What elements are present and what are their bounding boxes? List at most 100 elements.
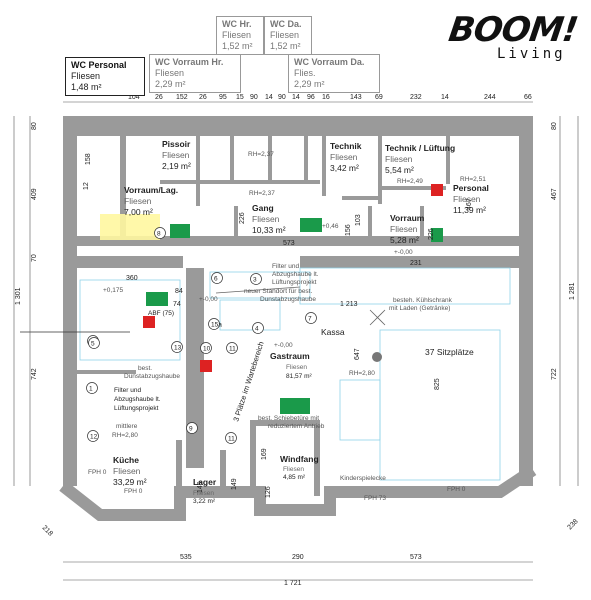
note-filter2-c: Lüftungsprojekt (114, 405, 159, 412)
position-marker: 1 (89, 386, 93, 393)
position-marker-circle (171, 341, 183, 353)
position-marker-circle (226, 342, 238, 354)
callout-title: WC Vorraum Hr. (155, 57, 224, 67)
position-marker-circle (225, 432, 237, 444)
room-personal-name: Personal (453, 183, 489, 193)
brand-logo: BOOM! Living (446, 10, 580, 62)
position-marker: 6 (214, 276, 218, 283)
note-filter1-b: Abzugshaube lt. (272, 271, 319, 278)
room-windfang-area: 4,85 m² (283, 474, 306, 481)
position-marker-circle (87, 430, 99, 442)
room-kueche-name: Küche (113, 455, 139, 465)
note-fph0b: FPH 0 (124, 488, 143, 495)
dim-right: 1 281 (569, 282, 576, 300)
position-marker-circle (200, 342, 212, 354)
dim-top: 14 (265, 94, 273, 101)
pillar (372, 352, 382, 362)
position-marker-circle (211, 272, 223, 284)
dim-top: 104 (128, 94, 140, 101)
dim-top: 90 (250, 94, 258, 101)
dim-top: 26 (199, 94, 207, 101)
note-dunst: Dunstabzugshaube (260, 296, 316, 303)
fire-extinguisher-icon-3 (200, 360, 212, 372)
position-marker-circle (154, 227, 166, 239)
note-rh251: RH=2,51 (460, 176, 486, 183)
dim-top: 26 (155, 94, 163, 101)
wall-mid-3 (300, 256, 533, 268)
dim-inner: 467 (466, 198, 473, 210)
wall-mid (63, 236, 533, 246)
dim-inner: 156 (345, 224, 352, 236)
callout-title: WC Vorraum Da. (294, 57, 365, 67)
dim-right: 80 (551, 122, 558, 130)
dim-inner: 103 (355, 214, 362, 226)
dim-inner: 647 (354, 348, 361, 360)
callout-title: WC Hr. (222, 19, 252, 29)
dim-left: 742 (31, 368, 38, 380)
fire-extinguisher-icon (431, 184, 443, 196)
position-marker: 4 (255, 326, 259, 333)
dim-left: 80 (31, 122, 38, 130)
room-gastraum-floor: Fliesen (286, 364, 307, 371)
note-filter1-a: Filter und (272, 263, 299, 270)
room-kueche-floor: Fliesen (113, 466, 141, 476)
room-technik-area: 3,42 m² (330, 163, 359, 173)
dim-inner: 573 (283, 240, 295, 247)
room-gastraum-name: Gastraum (270, 351, 310, 361)
room-vorraum-name: Vorraum (390, 213, 425, 223)
position-marker-circle (250, 273, 262, 285)
note-fph73: FPH 73 (364, 495, 386, 502)
position-markers: 123456891011121315a117 (86, 227, 317, 444)
dim-right: 722 (551, 368, 558, 380)
room-windfang-floor: Fliesen (283, 466, 304, 473)
dim-top: 69 (375, 94, 383, 101)
position-marker-circle (186, 422, 198, 434)
dim-top: 152 (176, 94, 188, 101)
room-windfang-name: Windfang (280, 454, 319, 464)
wall-bottom (59, 465, 537, 521)
dim-left: 70 (31, 254, 38, 262)
removed-marks (215, 286, 386, 326)
note-best-a: best. (138, 365, 152, 372)
callout-floor: Fliesen (222, 30, 252, 40)
dim-left: 1 301 (15, 287, 22, 305)
callout-floor: Fliesen (155, 68, 185, 78)
dim-top: 96 (307, 94, 315, 101)
dim-bottom-total: 1 721 (284, 580, 302, 587)
position-marker: 10 (203, 346, 211, 353)
note-rh237b: RH=2,37 (249, 190, 275, 197)
room-technik-lueftung-name: Technik / Lüftung (385, 143, 455, 153)
room-gang-name: Gang (252, 203, 274, 213)
callout-floor: Fliesen (270, 30, 300, 40)
dim-top: 90 (278, 94, 286, 101)
position-marker: 3 (253, 277, 257, 284)
note-filter1-c: Lüftungsprojekt (272, 279, 317, 286)
note-mittlere: mittlere (116, 423, 138, 430)
callout-wc-da: WC Da. Fliesen 1,52 m² (264, 16, 312, 55)
note-abf: ABF (75) (148, 310, 174, 317)
callout-area: 1,52 m² (270, 41, 301, 51)
room-vorraum-lag-area: 7,00 m² (124, 207, 153, 217)
note-rh-gast: RH=2,80 (349, 370, 375, 377)
note-fph0c: FPH 0 (447, 486, 466, 493)
callout-wc-hr: WC Hr. Fliesen 1,52 m² (216, 16, 264, 55)
note-filter2-b: Abzugshaube lt. (114, 396, 161, 403)
callout-wc-personal: WC Personal Fliesen 1,48 m² (65, 57, 145, 96)
position-marker: 9 (189, 426, 193, 433)
callout-wc-vorraum-da: WC Vorraum Da. Flies. 2,29 m² (288, 54, 380, 93)
note-filter2-a: Filter und (114, 387, 141, 394)
room-personal-floor: Fliesen (453, 194, 481, 204)
room-lager-name: Lager (193, 477, 217, 487)
wall-mid-2 (63, 256, 183, 268)
level-mark-1: +-0,00 (199, 296, 218, 303)
note-fph0a: FPH 0 (88, 469, 107, 476)
dim-inner: 149 (197, 481, 204, 493)
dim-bottom: 573 (410, 554, 422, 561)
dim-inner: 231 (410, 260, 422, 267)
dim-inner: 226 (239, 212, 246, 224)
position-marker-circle (208, 318, 220, 330)
dim-top: 14 (292, 94, 300, 101)
position-marker: 15a (211, 322, 222, 329)
note-warte: 3 Plätze im Wartebereich (231, 340, 265, 422)
